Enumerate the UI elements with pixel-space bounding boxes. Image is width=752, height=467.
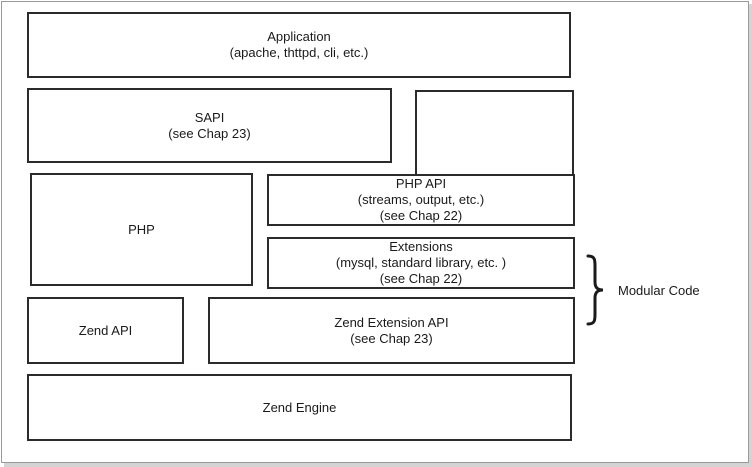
extensions-note: (see Chap 22) — [379, 271, 463, 286]
php-api-subtitle: (streams, output, etc.) — [357, 192, 485, 207]
application-box: Application (apache, thttpd, cli, etc.) — [27, 12, 571, 78]
zend-api-title: Zend API — [78, 322, 133, 338]
frame-shadow-right — [749, 4, 752, 464]
zend-extension-api-subtitle: (see Chap 23) — [350, 330, 433, 346]
sapi-subtitle: (see Chap 23) — [168, 125, 251, 141]
zend-api-box: Zend API — [27, 297, 184, 364]
sapi-box: SAPI (see Chap 23) — [27, 88, 392, 163]
php-title: PHP — [128, 221, 155, 237]
unlabeled-box — [415, 90, 574, 176]
php-api-note: (see Chap 22) — [379, 208, 463, 223]
frame-shadow-bottom — [4, 463, 752, 467]
php-api-title: PHP API — [395, 176, 447, 191]
php-box: PHP — [30, 173, 253, 286]
extensions-box: Extensions (mysql, standard library, etc… — [267, 237, 575, 289]
extensions-subtitle: (mysql, standard library, etc. ) — [335, 255, 507, 270]
zend-extension-api-box: Zend Extension API (see Chap 23) — [208, 297, 575, 364]
zend-engine-box: Zend Engine — [27, 374, 572, 441]
application-title: Application — [267, 29, 331, 44]
php-api-box: PHP API (streams, output, etc.) (see Cha… — [267, 174, 575, 226]
zend-extension-api-title: Zend Extension API — [334, 314, 449, 330]
modular-code-label: Modular Code — [618, 283, 700, 298]
zend-engine-title: Zend Engine — [262, 399, 337, 415]
curly-brace-icon — [586, 254, 604, 326]
extensions-title: Extensions — [389, 239, 453, 254]
application-subtitle: (apache, thttpd, cli, etc.) — [229, 45, 369, 60]
sapi-title: SAPI — [194, 109, 225, 125]
